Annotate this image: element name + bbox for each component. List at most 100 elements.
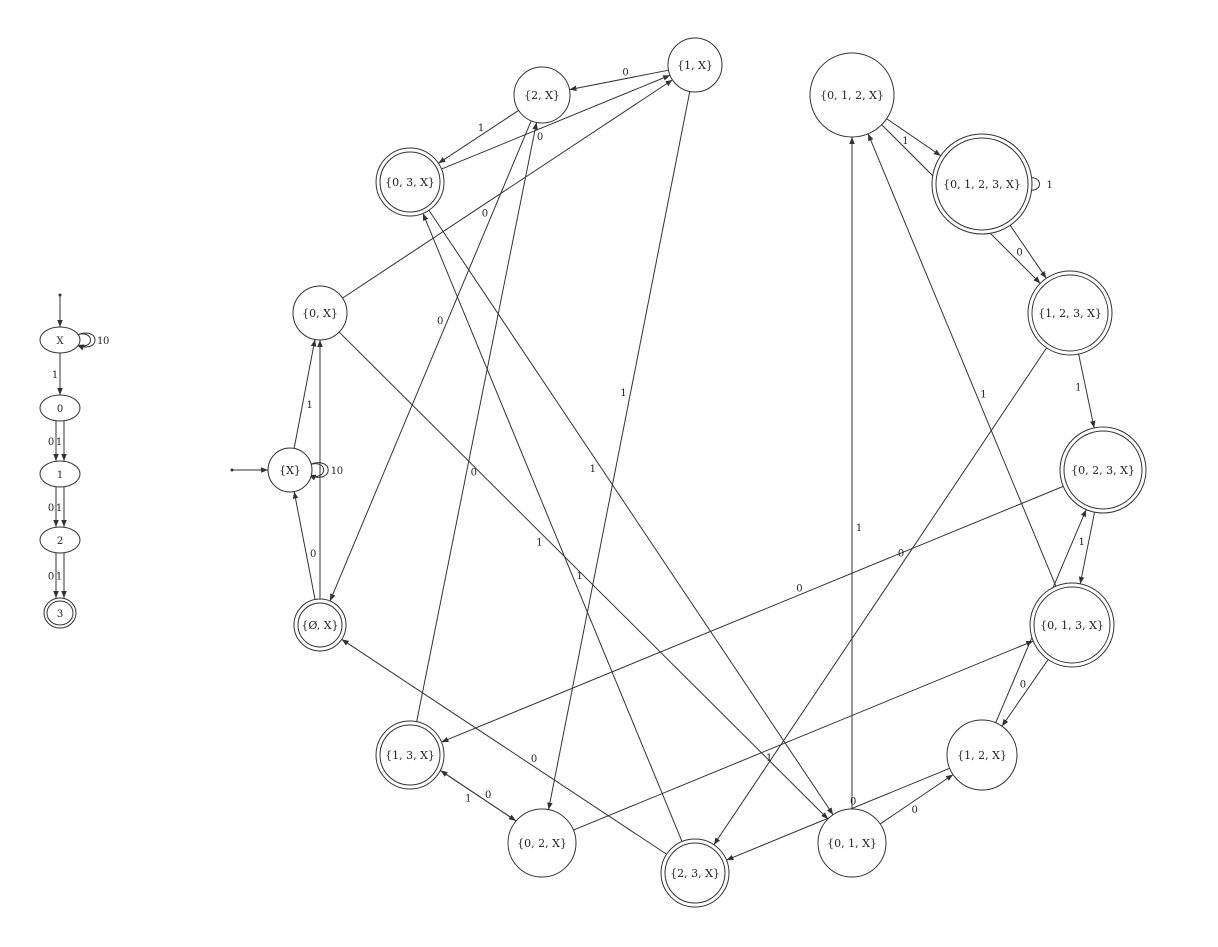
dfa-state-s-02x-shape: [507, 808, 577, 878]
dfa-state-s-02x: {0, 2, X}: [507, 808, 577, 878]
nfa-edge-label-2: 1: [52, 370, 58, 381]
nfa-state-2: 2: [39, 526, 81, 554]
dfa-state-s-23x-accept-ring: [664, 842, 726, 904]
dfa-edge-s-023x-to-s-13x-30: [441, 485, 1064, 743]
dfa-edge-label-16: 1: [766, 753, 772, 764]
dfa-state-s-1x: {1, X}: [667, 37, 723, 93]
nfa-edge-label-1: 0: [103, 336, 109, 347]
dfa-edge-label-12: 1: [590, 464, 596, 475]
dfa-state-s-0123x-label: {0, 1, 2, 3, X}: [943, 178, 1021, 191]
dfa-edge-label-28: 0: [898, 549, 904, 560]
dfa-edge-label-6: 1: [536, 538, 542, 549]
dfa-edge-label-18: 1: [577, 571, 583, 582]
dfa-edge-s-23x-to-s-03x-18: [422, 213, 683, 842]
dfa-edge-s-02x-to-s-013x-16: [573, 640, 1034, 831]
dfa-edge-label-5: 0: [482, 208, 488, 219]
dfa-state-s-012x-shape: [809, 52, 895, 138]
nfa-state-0: 0: [39, 394, 81, 422]
nfa-state-3-label: 3: [57, 609, 63, 620]
dfa-state-s-2x-label: {2, X}: [524, 89, 560, 102]
dfa-state-s-0123x-accept-ring: [935, 137, 1029, 231]
dfa-edge-s-012x-to-s-0123x-23: [886, 118, 942, 157]
dfa-edge-s-01x-to-s-12x-20: [879, 774, 954, 825]
dfa-edge-s-2x-to-s-03x-9: [438, 109, 519, 164]
dfa-state-s-013x-label: {0, 1, 3, X}: [1040, 619, 1104, 632]
nfa-state-3-accept-ring: [46, 600, 74, 626]
nfa-edge-label-7: 1: [56, 572, 62, 583]
dfa-state-s-12x-label: {1, 2, X}: [957, 749, 1007, 762]
dfa-edge-s-empx-to-s-x-3: [292, 491, 316, 600]
nfa-edge-label-0: 1: [97, 336, 103, 347]
dfa-edge-label-32: 0: [1020, 680, 1026, 691]
nfa-state-3: 3: [43, 597, 77, 629]
dfa-state-s-1x-label: {1, X}: [677, 59, 713, 72]
dfa-edge-label-29: 1: [1078, 537, 1084, 548]
nfa-state-x: X: [39, 326, 81, 354]
dfa-edge-s-1x-to-s-02x-8: [547, 91, 691, 810]
dfa-edge-label-1: 0: [337, 466, 343, 477]
dfa-edge-label-3: 0: [310, 549, 316, 560]
dfa-state-s-0123x: {0, 1, 2, 3, X}: [931, 133, 1033, 235]
dfa-state-s-02x-label: {0, 2, X}: [517, 837, 567, 850]
dfa-edge-s-x-to-s-0x-2: [293, 339, 317, 449]
dfa-state-s-023x-accept-ring: [1063, 430, 1143, 510]
dfa-edge-label-19: 1: [856, 523, 862, 534]
dfa-state-s-013x: {0, 1, 3, X}: [1029, 582, 1115, 668]
nfa-state-1: 1: [39, 460, 81, 488]
dfa-edge-label-27: 1: [1075, 383, 1081, 394]
dfa-edge-s-2x-to-s-empx-10: [329, 120, 532, 602]
dfa-edge-s-123x-to-s-023x-27: [1078, 353, 1096, 429]
nfa-start-point: [58, 293, 62, 297]
dfa-state-s-023x-label: {0, 2, 3, X}: [1071, 464, 1135, 477]
dfa-edge-label-21: 0: [850, 796, 856, 807]
dfa-edge-s-03x-to-s-1x-11: [441, 74, 671, 170]
dfa-state-s-empx-label: {Ø, X}: [301, 619, 338, 632]
dfa-state-s-1x-shape: [667, 37, 723, 93]
dfa-state-s-123x-accept-ring: [1031, 274, 1109, 352]
dfa-edge-s-0x-to-s-01x-6: [338, 331, 829, 820]
dfa-state-s-01x: {0, 1, X}: [817, 808, 887, 878]
dfa-state-s-123x: {1, 2, 3, X}: [1027, 270, 1113, 356]
nfa-state-x-shape: [39, 326, 81, 354]
dfa-state-s-03x-accept-ring: [379, 151, 441, 213]
dfa-state-s-012x-label: {0, 1, 2, X}: [820, 89, 884, 102]
dfa-start-point: [230, 468, 234, 472]
dfa-edge-s-013x-to-s-12x-32: [1001, 659, 1049, 727]
dfa-edge-s-23x-to-s-empx-17: [341, 638, 667, 855]
nfa-state-0-label: 0: [57, 404, 63, 415]
dfa-edge-s-0123x-to-s-123x-26: [1009, 225, 1047, 279]
dfa-state-s-empx: {Ø, X}: [293, 598, 347, 652]
nfa-edge-label-5: 1: [56, 503, 62, 514]
dfa-edge-s-0x-to-s-1x-5: [342, 79, 673, 299]
dfa-state-s-13x: {1, 3, X}: [375, 720, 445, 790]
dfa-state-s-0x-shape: [292, 285, 348, 341]
dfa-state-s-12x-shape: [946, 719, 1018, 791]
dfa-state-s-123x-label: {1, 2, 3, X}: [1038, 307, 1102, 320]
dfa-edge-s-02x-to-s-13x-15: [440, 770, 517, 822]
dfa-edge-label-30: 0: [796, 583, 802, 594]
dfa-edge-label-15: 0: [485, 790, 491, 801]
dfa-edge-label-25: 1: [1047, 180, 1053, 191]
dfa-edge-label-20: 0: [911, 805, 917, 816]
dfa-edge-s-023x-to-s-013x-29: [1078, 512, 1096, 584]
nfa-state-1-shape: [39, 460, 81, 488]
dfa-state-s-2x-shape: [513, 66, 571, 124]
dfa-edge-label-26: 0: [1016, 248, 1022, 259]
dfa-state-s-12x: {1, 2, X}: [946, 719, 1018, 791]
dfa-edge-label-7: 0: [622, 67, 628, 78]
dfa-state-s-012x: {0, 1, 2, X}: [809, 52, 895, 138]
nfa-edge-label-4: 0: [48, 437, 54, 448]
dfa-state-s-2x: {2, X}: [513, 66, 571, 124]
nfa-edge-label-6: 0: [48, 503, 54, 514]
dfa-state-s-x-label: {X}: [279, 464, 301, 477]
dfa-state-s-13x-label: {1, 3, X}: [385, 749, 435, 762]
dfa-edge-label-11: 0: [537, 132, 543, 143]
nfa-state-x-label: X: [56, 336, 64, 347]
dfa-state-s-x: {X}: [267, 447, 313, 493]
dfa-edge-s-1x-to-s-2x-7: [569, 69, 669, 92]
dfa-state-s-023x: {0, 2, 3, X}: [1059, 426, 1147, 514]
dfa-state-s-03x-label: {0, 3, X}: [385, 176, 435, 189]
dfa-edge-s-03x-to-s-01x-12: [428, 209, 834, 816]
